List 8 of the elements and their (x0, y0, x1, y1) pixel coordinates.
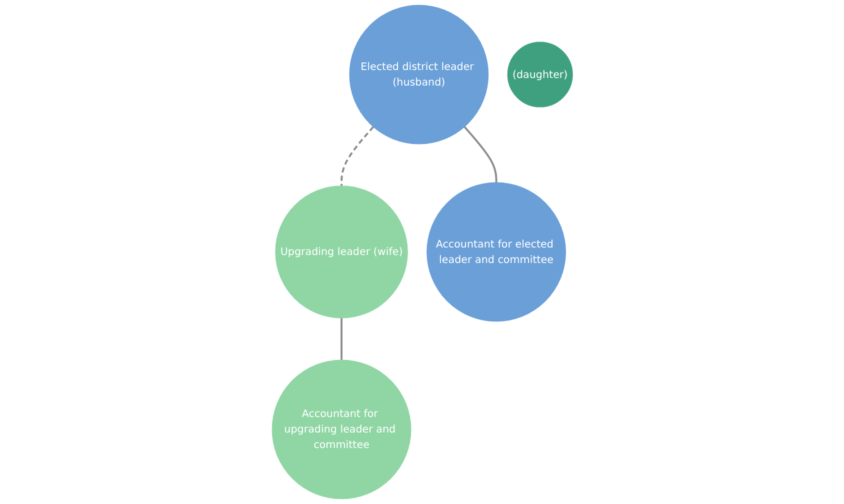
node-circle: Accountant for upgrading leader and committee (271, 360, 411, 500)
node-circle: Upgrading leader (wife) (274, 186, 408, 318)
connector (340, 318, 342, 360)
connector (340, 126, 374, 186)
node-circle: (daughter) (506, 42, 572, 108)
node-circle: Accountant for elected leader and committee (426, 182, 566, 322)
connector (463, 126, 497, 183)
node-circle: Elected district leader (husband) (348, 4, 488, 144)
